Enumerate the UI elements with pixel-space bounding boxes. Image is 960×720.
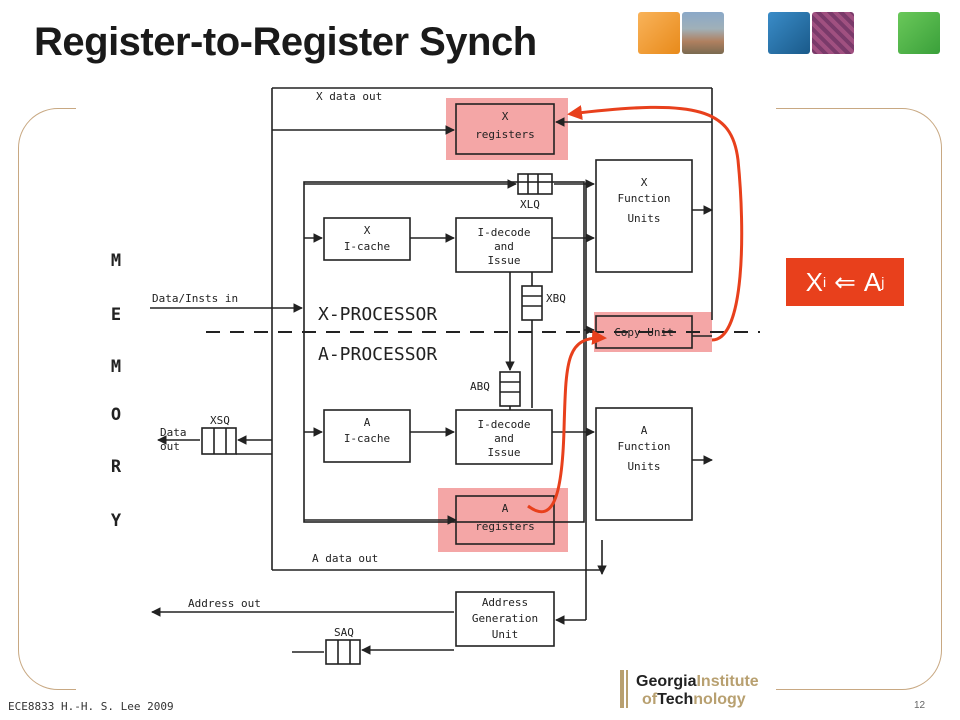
data-insts-in-label: Data/Insts in — [152, 292, 238, 305]
a-to-copy-arrow — [527, 329, 607, 514]
memory-letter-m1: M — [111, 251, 121, 271]
georgia-tech-logo: GeorgiaInstitute ofTechnology — [620, 670, 759, 708]
x-func-label-3: Units — [627, 212, 660, 225]
green-thumbnail-icon — [898, 12, 940, 54]
data-out-label-1: Data — [160, 426, 187, 439]
x-icache-label-2: I-cache — [344, 240, 390, 253]
a-func-label-3: Units — [627, 460, 660, 473]
x-func-label-2: Function — [618, 192, 671, 205]
xlq-label: XLQ — [520, 198, 540, 211]
a-function-units-box — [595, 407, 693, 521]
formula-a: A — [863, 266, 882, 297]
blue-thumbnail-icon — [768, 12, 810, 54]
saq-label: SAQ — [334, 626, 354, 639]
page-number: 12 — [914, 700, 926, 711]
a-processor-label: A-PROCESSOR — [318, 344, 437, 365]
memory-letter-e: E — [111, 305, 121, 325]
a-icache-label-1: A — [364, 416, 371, 429]
address-out-label: Address out — [188, 597, 261, 610]
left-arrow-icon: ⇐ — [834, 266, 856, 297]
agu-label-2: Generation — [472, 612, 538, 625]
footer-text: ECE8833 H.-H. S. Lee 2009 — [8, 700, 174, 713]
x-registers-box — [455, 103, 555, 155]
data-out-label-2: out — [160, 440, 180, 453]
x-decode-label-1: I-decode — [478, 226, 531, 239]
x-registers-highlight — [446, 98, 568, 160]
agu-box — [455, 591, 555, 647]
a-decode-label-2: and — [494, 432, 514, 445]
a-registers-highlight — [438, 488, 568, 552]
x-function-units-box — [595, 159, 693, 273]
x-registers-label-1: X — [502, 110, 509, 123]
a-decode-box — [455, 409, 553, 465]
formula-x-sub: i — [822, 274, 827, 290]
x-icache-label-1: X — [364, 224, 371, 237]
a-decode-label-3: Issue — [487, 446, 520, 459]
chip-photo-icon — [812, 12, 854, 54]
campus-photo-icon — [682, 12, 724, 54]
x-registers-label-2: registers — [475, 128, 535, 141]
a-func-label-2: Function — [618, 440, 671, 453]
a-func-label-1: A — [641, 424, 648, 437]
a-icache-box — [323, 409, 411, 463]
memory-letter-m2: M — [111, 357, 121, 377]
slide-title: Register-to-Register Synch — [34, 20, 537, 64]
x-func-label-1: X — [641, 176, 648, 189]
a-decode-label-1: I-decode — [478, 418, 531, 431]
x-processor-label: X-PROCESSOR — [318, 304, 437, 325]
copy-unit-label: Copy Unit — [614, 326, 674, 339]
xbq-label: XBQ — [546, 292, 566, 305]
formula-a-sub: j — [881, 274, 885, 290]
agu-label-1: Address — [482, 596, 528, 609]
x-decode-box — [455, 217, 553, 273]
a-registers-label-1: A — [502, 502, 509, 515]
abq-label: ABQ — [470, 380, 490, 393]
svg-text:GeorgiaInstitute: GeorgiaInstitute — [636, 673, 759, 690]
x-icache-box — [323, 217, 411, 261]
x-data-out-label: X data out — [316, 90, 382, 103]
x-decode-label-2: and — [494, 240, 514, 253]
memory-letter-o: O — [111, 405, 121, 425]
a-data-out-label: A data out — [312, 552, 378, 565]
a-registers-label-2: registers — [475, 520, 535, 533]
memory-letter-r: R — [111, 457, 122, 477]
copy-to-x-arrow — [567, 105, 744, 342]
memory-letter-y: Y — [111, 511, 122, 531]
orange-thumbnail-icon — [638, 12, 680, 54]
diagram-background — [76, 74, 776, 694]
x-decode-label-3: Issue — [487, 254, 520, 267]
agu-label-3: Unit — [492, 628, 519, 641]
xsq-label: XSQ — [210, 414, 230, 427]
formula-x: X — [805, 266, 823, 297]
svg-text:ofTechnology: ofTechnology — [642, 691, 746, 708]
a-icache-label-2: I-cache — [344, 432, 390, 445]
